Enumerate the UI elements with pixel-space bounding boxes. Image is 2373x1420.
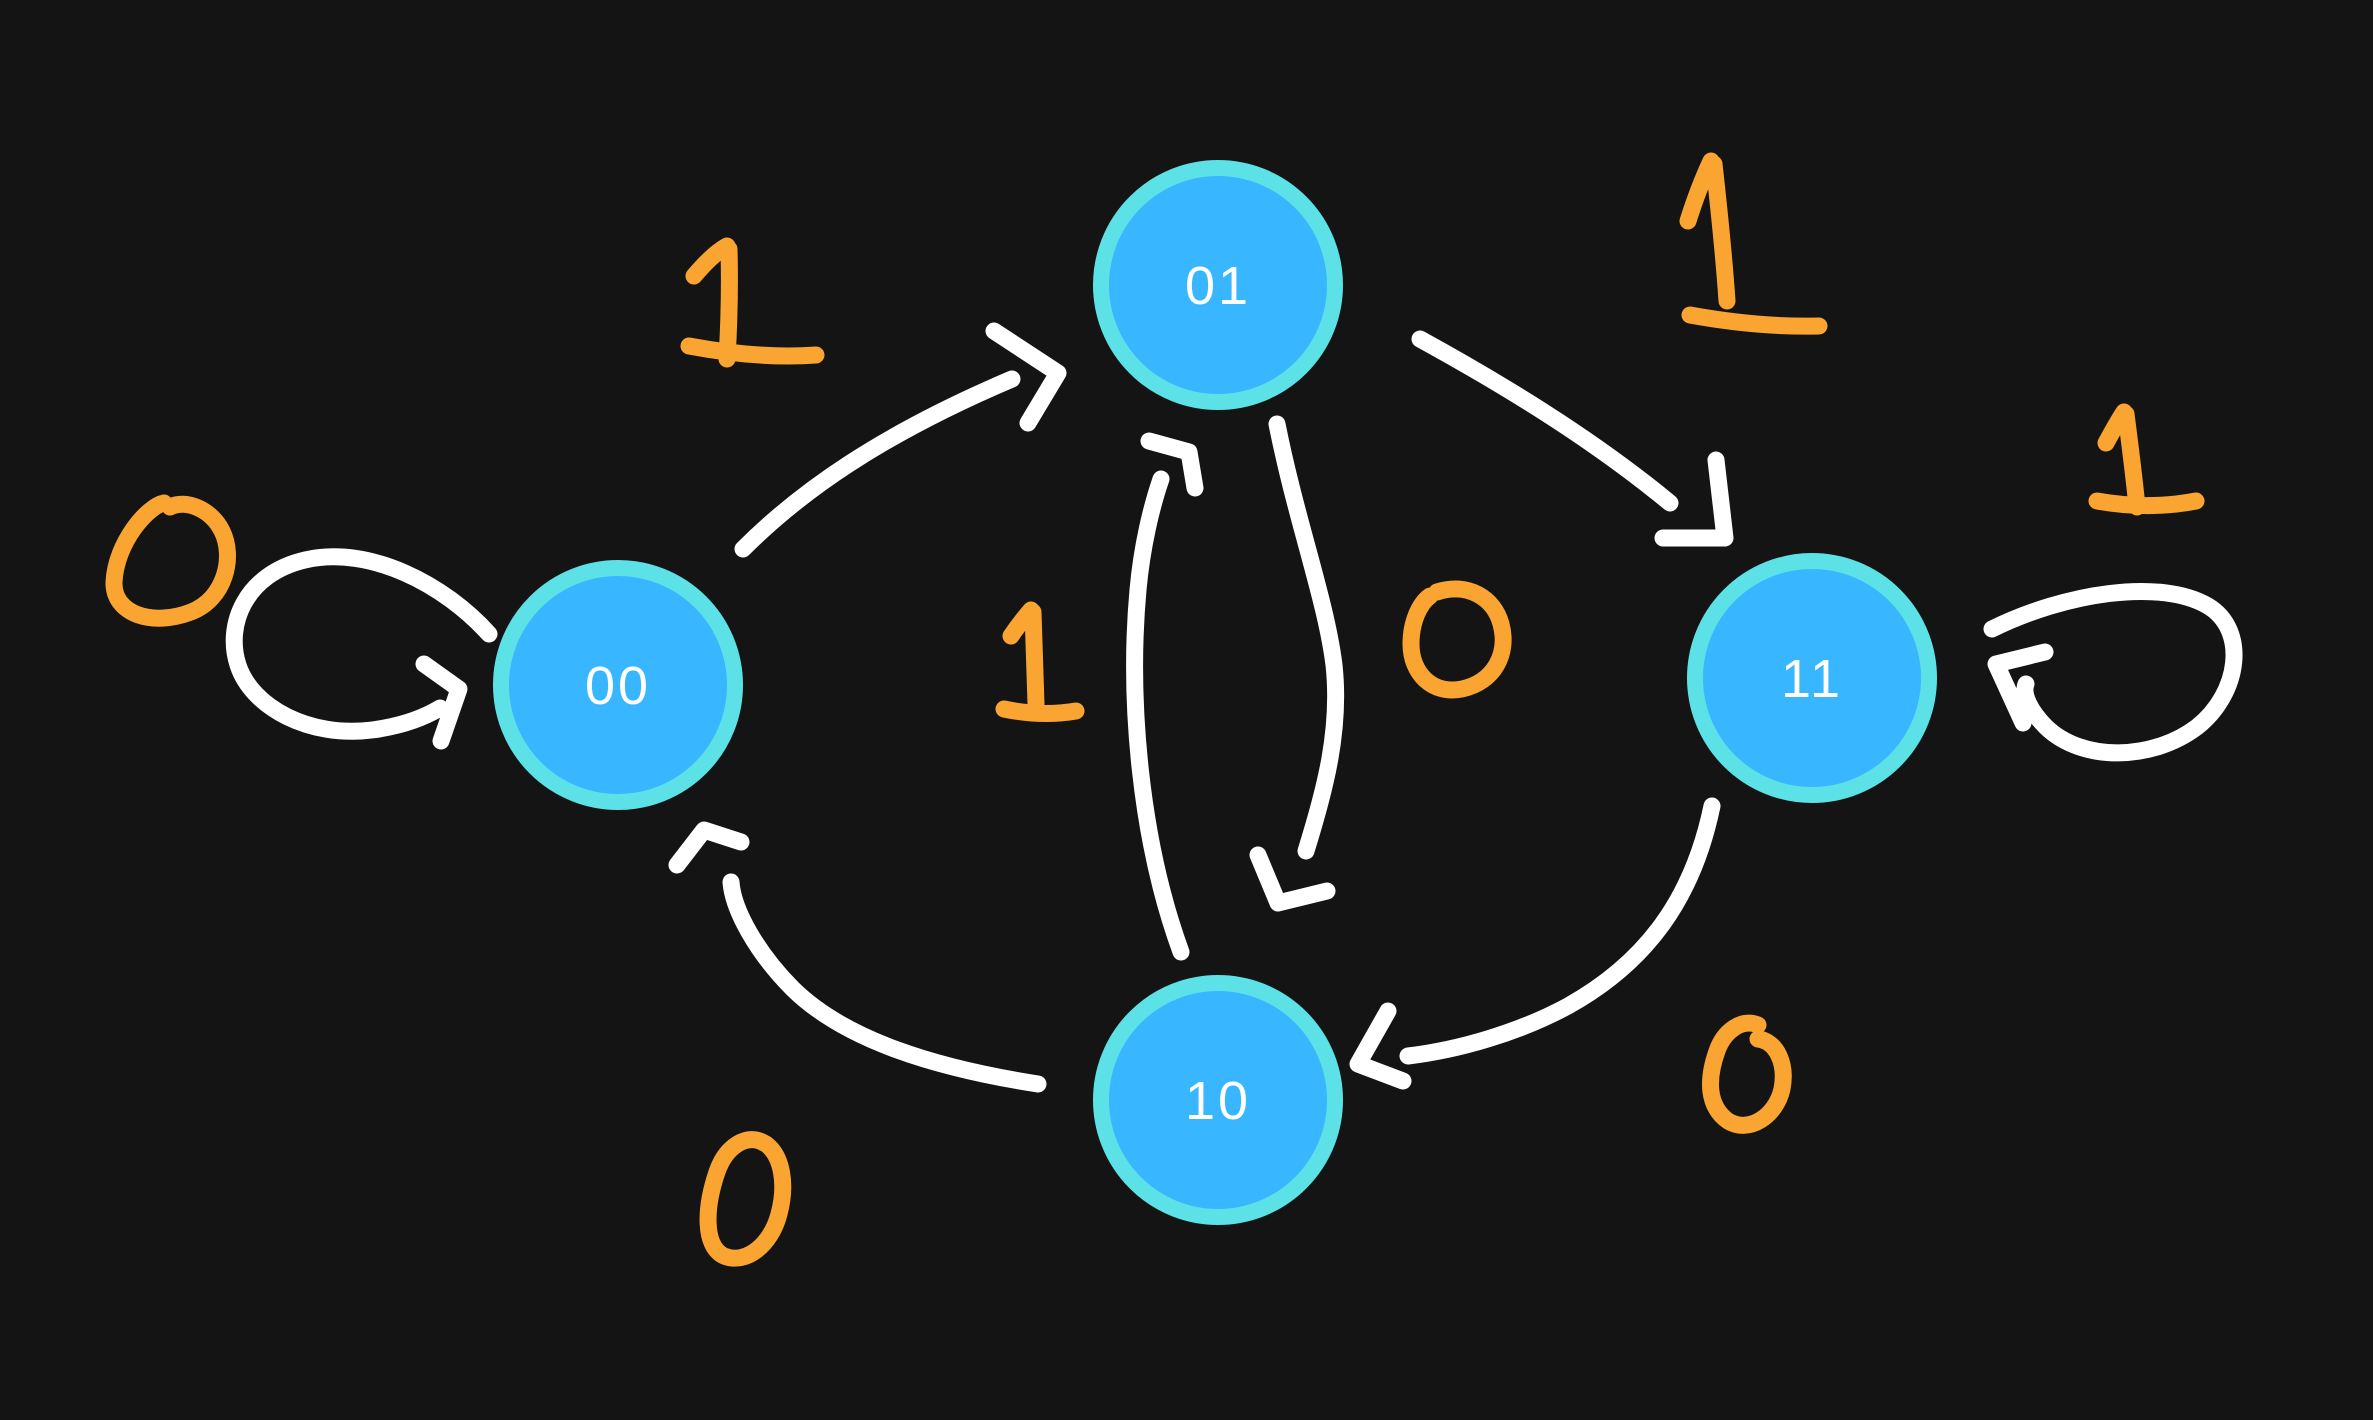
transition-input-label-10-01[interactable]: 1 xyxy=(995,601,1085,722)
state-node-01[interactable]: 01 xyxy=(1093,160,1343,410)
state-circle-01 xyxy=(1093,160,1343,410)
state-node-10[interactable]: 10 xyxy=(1093,975,1343,1225)
state-circle-00 xyxy=(493,560,743,810)
transition-input-label-11-10[interactable]: 0 xyxy=(1702,1014,1792,1134)
transition-arrowhead-00-01 xyxy=(985,322,1067,432)
transition-arrowhead-11-11 xyxy=(1987,643,2054,732)
transition-arrow-00-00-body xyxy=(225,548,498,740)
transition-input-label-01-10[interactable]: 0 xyxy=(1402,580,1512,699)
transition-arrow-10-01[interactable] xyxy=(1126,432,1204,961)
transition-input-label-11-11[interactable]: 1 xyxy=(2088,403,2205,516)
state-node-00[interactable]: 00 xyxy=(493,560,743,810)
transition-arrowhead-10-00 xyxy=(668,821,750,874)
digit-0-glyph xyxy=(699,1131,792,1267)
transition-arrowhead-10-01 xyxy=(1140,432,1204,497)
digit-1-glyph xyxy=(2088,403,2205,516)
transition-arrowhead-11-10 xyxy=(1349,1002,1412,1090)
transition-arrow-00-00[interactable] xyxy=(225,548,498,750)
transition-input-label-10-00[interactable]: 0 xyxy=(699,1131,792,1267)
state-circle-10 xyxy=(1093,975,1343,1225)
transition-arrow-00-01[interactable] xyxy=(734,322,1067,558)
transition-arrowhead-01-10 xyxy=(1249,846,1336,912)
state-circle-11 xyxy=(1687,553,1937,803)
state-label-00: 00 xyxy=(585,656,651,716)
transition-arrow-10-01-body xyxy=(1126,470,1190,961)
digit-1-glyph xyxy=(995,601,1085,722)
transition-arrow-10-00[interactable] xyxy=(668,821,1047,1093)
transition-arrow-11-10-body xyxy=(1399,797,1721,1065)
transition-input-label-00-01[interactable]: 1 xyxy=(680,237,825,368)
transition-arrow-11-11[interactable] xyxy=(1983,582,2243,762)
state-label-10: 10 xyxy=(1185,1071,1251,1131)
transition-arrowhead-00-00 xyxy=(415,655,468,750)
transition-input-label-01-11[interactable]: 1 xyxy=(1679,152,1828,335)
state-node-11[interactable]: 11 xyxy=(1687,553,1937,803)
transition-input-label-00-00[interactable]: 0 xyxy=(105,494,236,627)
transition-arrow-10-00-body xyxy=(722,873,1047,1093)
digit-1-glyph xyxy=(1679,152,1828,335)
digit-0-glyph xyxy=(1402,580,1512,699)
state-label-01: 01 xyxy=(1185,256,1251,316)
digit-0-glyph xyxy=(105,494,236,627)
transition-arrow-01-11-body xyxy=(1411,330,1679,512)
transition-arrow-11-10[interactable] xyxy=(1349,797,1721,1090)
digit-1-glyph xyxy=(680,237,825,368)
digit-0-glyph xyxy=(1702,1014,1792,1134)
transition-arrow-00-01-body xyxy=(734,370,1021,558)
transition-arrow-01-10[interactable] xyxy=(1249,415,1345,912)
transition-arrow-01-11[interactable] xyxy=(1411,330,1734,547)
transition-arrowhead-01-11 xyxy=(1654,451,1734,547)
transition-arrow-01-10-body xyxy=(1268,415,1345,860)
transition-arrow-11-11-body xyxy=(1983,582,2243,762)
state-label-11: 11 xyxy=(1781,649,1843,709)
